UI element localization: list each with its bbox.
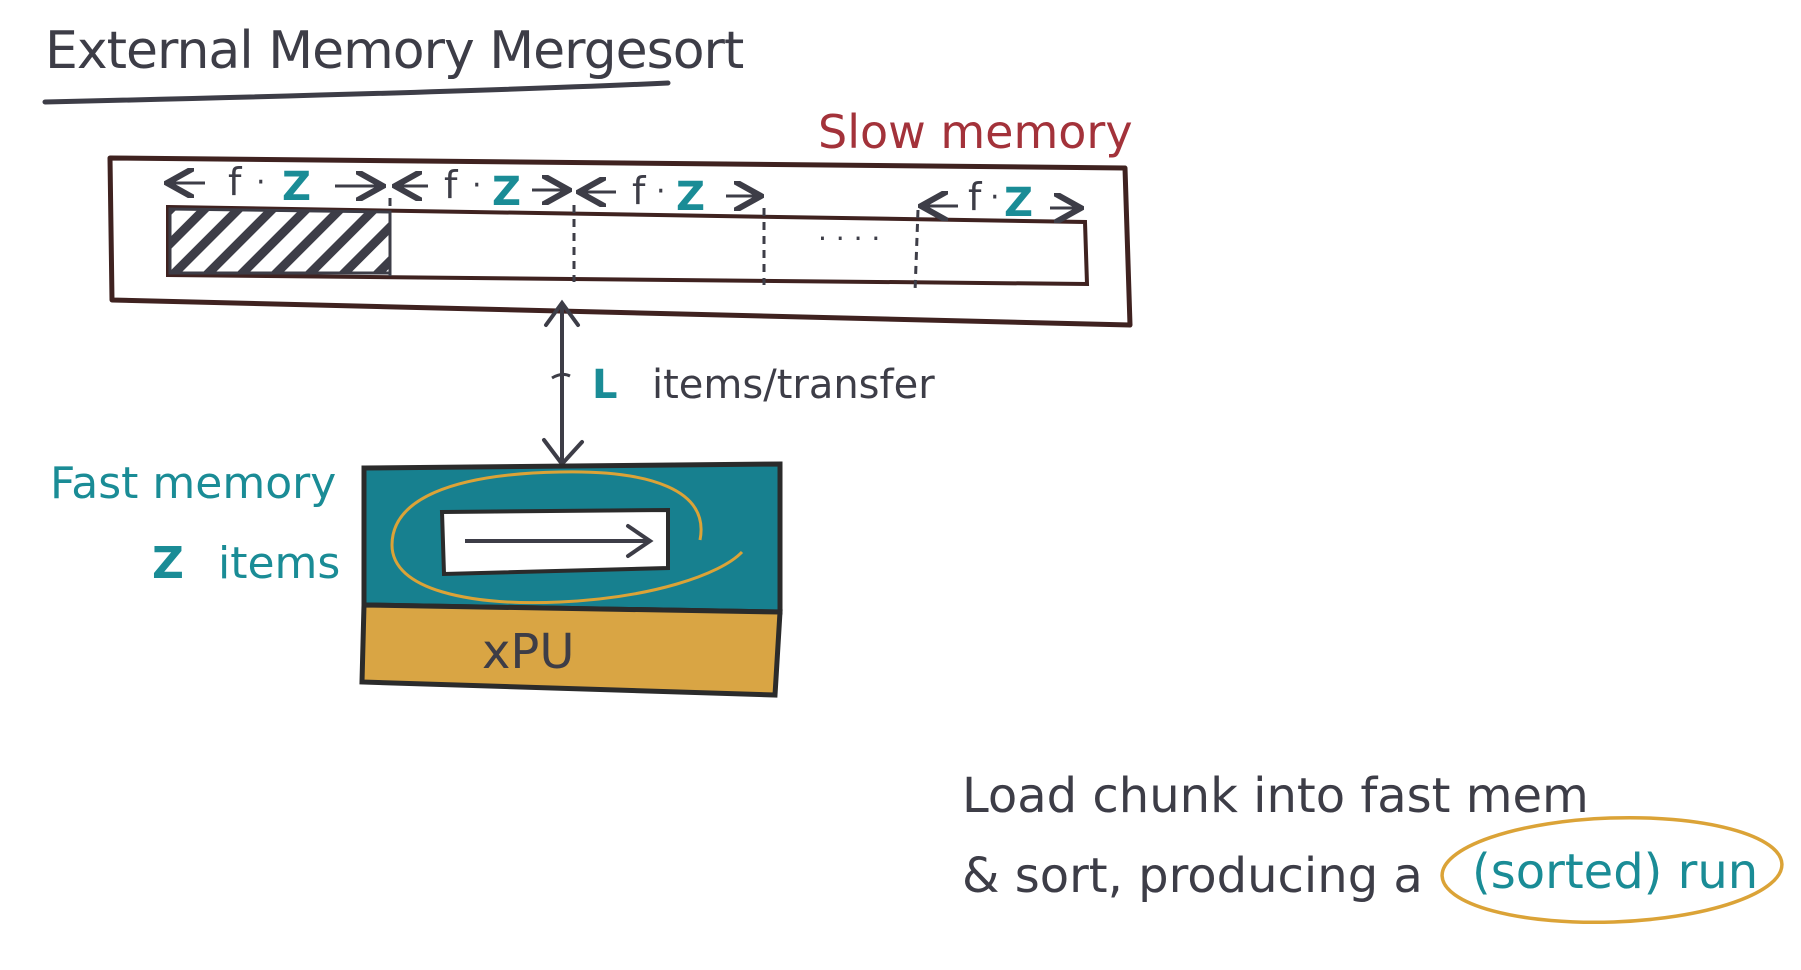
storage-strip <box>166 204 1090 287</box>
transfer-size-var: L <box>592 362 618 408</box>
svg-text:·: · <box>256 165 266 200</box>
slow-memory-box <box>107 155 1133 328</box>
chunk-ellipsis: · · · · <box>818 222 880 255</box>
processed-chunk-hatched <box>168 207 392 275</box>
caption-highlight: (sorted) run <box>1472 844 1758 900</box>
page-title: External Memory Mergesort <box>45 21 744 81</box>
svg-text:·: · <box>990 180 1000 215</box>
fast-memory-size-label: items <box>218 538 340 589</box>
processor-box <box>359 602 783 698</box>
caption-highlight-circle <box>1440 815 1784 925</box>
fast-memory-label: Fast memory <box>50 458 336 509</box>
caption-line-2-prefix: & sort, producing a <box>962 848 1423 904</box>
svg-text:f: f <box>632 169 647 213</box>
svg-text:f: f <box>444 163 459 207</box>
svg-text:·: · <box>472 168 482 203</box>
svg-text:·: · <box>656 174 666 209</box>
segment-size-label: f · Z <box>398 163 566 215</box>
svg-text:Z: Z <box>676 174 705 220</box>
svg-text:Z: Z <box>492 169 521 215</box>
segment-size-label: f · Z <box>582 169 758 220</box>
transfer-arrow <box>542 299 584 468</box>
fast-memory-size-var: Z <box>152 538 184 589</box>
slow-memory-label: Slow memory <box>818 105 1133 159</box>
svg-text:Z: Z <box>282 164 311 210</box>
sorted-chunk-highlight-circle <box>390 470 744 605</box>
segment-size-label: f · Z <box>170 160 380 210</box>
title-underline <box>42 80 671 105</box>
segment-size-label: f · Z <box>924 175 1078 226</box>
svg-text:f: f <box>228 160 243 204</box>
chunk-divider <box>913 209 920 293</box>
caption-line-1: Load chunk into fast mem <box>962 768 1589 824</box>
transfer-size-label: items/transfer <box>652 362 935 408</box>
svg-text:f: f <box>968 175 983 219</box>
sort-direction-arrow <box>465 524 654 558</box>
svg-text:Z: Z <box>1004 180 1033 226</box>
processor-label: xPU <box>482 624 574 680</box>
